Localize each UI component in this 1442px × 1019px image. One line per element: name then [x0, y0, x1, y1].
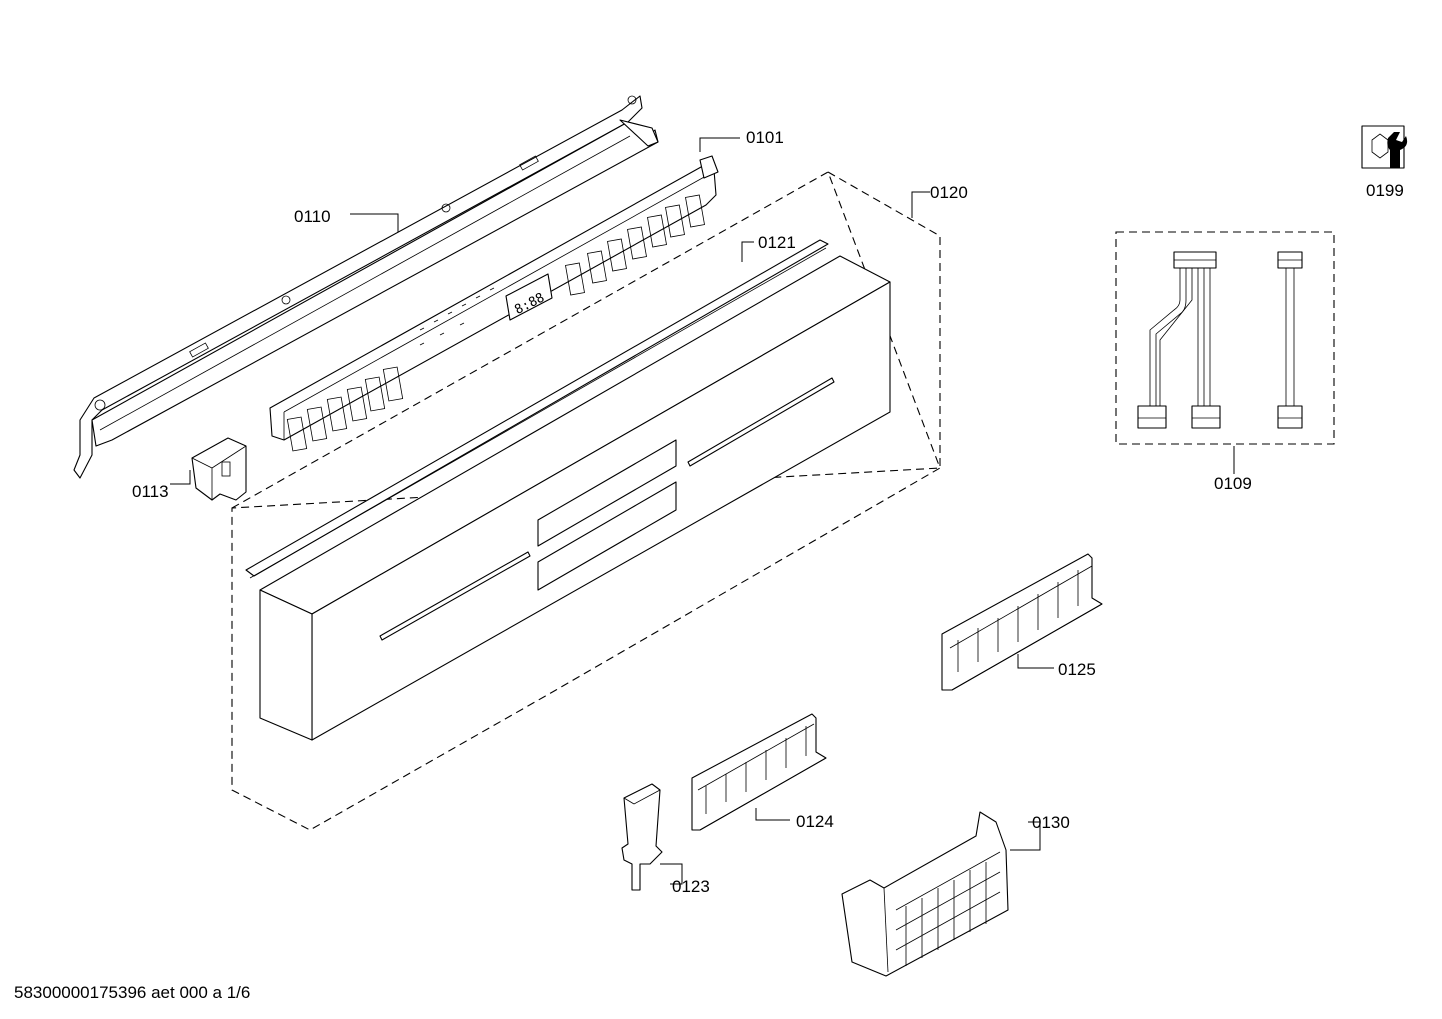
group-outline-edge [231, 171, 829, 509]
label-0120: 0120 [930, 183, 968, 202]
leader-lines [170, 137, 1235, 885]
group-outline-0120 [231, 170, 941, 831]
label-0123: 0123 [672, 877, 710, 896]
board-button-cells-right [565, 194, 705, 296]
label-0199: 0199 [1366, 181, 1404, 200]
document-footer: 58300000175396 aet 000 a 1/6 [14, 983, 250, 1002]
label-0124: 0124 [796, 812, 834, 831]
board-button-cells-left [286, 366, 404, 452]
label-0130: 0130 [1032, 813, 1070, 832]
wrench-nut-icon [1361, 125, 1408, 169]
rail-part-0110 [73, 95, 659, 479]
bracket-part-0113 [191, 437, 247, 501]
button-carrier-part-0125 [941, 553, 1103, 691]
label-0113: 0113 [132, 482, 169, 501]
trim-strip-part-0121 [245, 239, 829, 579]
label-0101: 0101 [746, 128, 784, 147]
label-0125: 0125 [1058, 660, 1096, 679]
clip-part-0123 [621, 783, 663, 891]
housing-part-0130 [841, 811, 1009, 977]
control-board-part-0101: 8:88 [269, 155, 719, 452]
label-0110: 0110 [294, 207, 331, 226]
fascia-panel [259, 255, 891, 741]
label-0109: 0109 [1214, 474, 1252, 493]
label-0121: 0121 [758, 233, 796, 252]
board-led-row [419, 287, 495, 346]
button-carrier-part-0124 [691, 713, 827, 831]
wiring-harness-part-0109 [1115, 231, 1335, 445]
